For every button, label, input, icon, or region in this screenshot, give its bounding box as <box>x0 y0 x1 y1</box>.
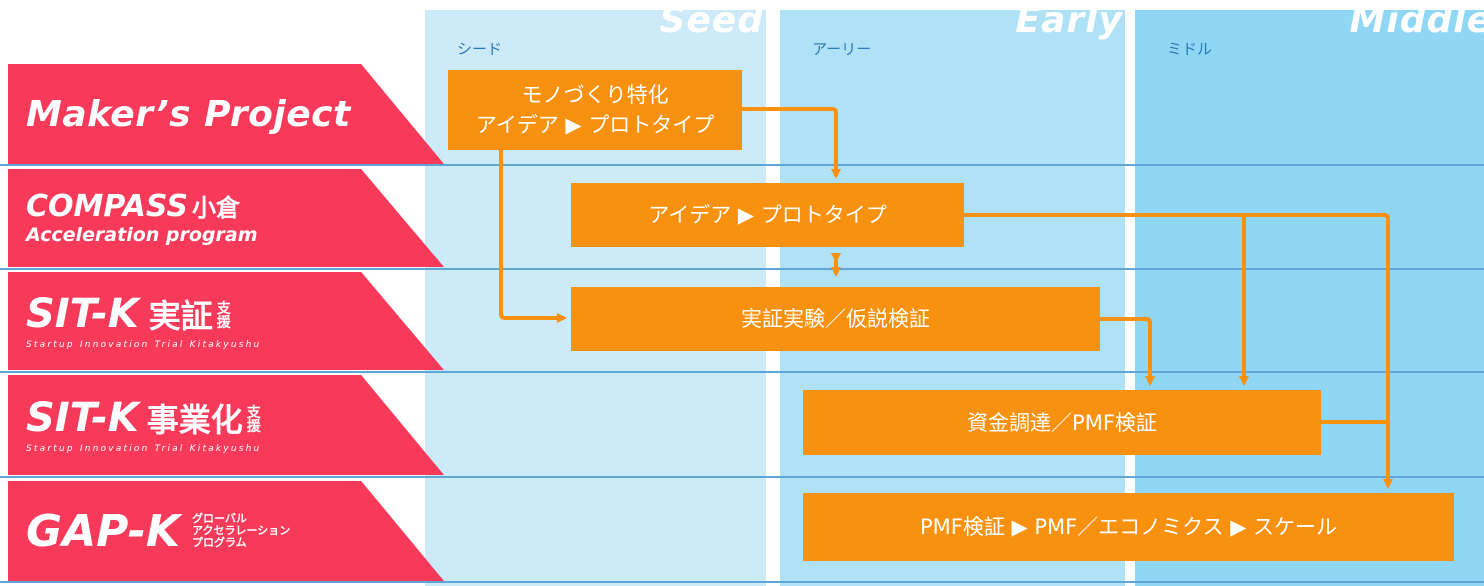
subtitle-line: グローバル <box>192 512 247 525</box>
box-line: アイデア ▶ プロトタイプ <box>475 113 715 137</box>
stage-seed-jp: シード <box>457 40 503 58</box>
program-sitk-jigyoka: SIT-K 事業化 支 援 Startup Innovation Trial K… <box>8 375 444 475</box>
program-subtitle: Startup Innovation Trial Kitakyushu <box>26 444 262 454</box>
shien-char: 援 <box>216 315 231 331</box>
row-divider <box>0 476 1484 478</box>
arrow-b1-to-b3 <box>499 150 567 323</box>
arrow-b1-to-b2 <box>742 107 841 179</box>
stage-middle-jp: ミドル <box>1167 40 1213 58</box>
row-divider <box>0 371 1484 373</box>
box-label: 実証実験／仮説検証 <box>741 307 930 331</box>
process-box-pmf-scale: PMF検証 ▶ PMF／エコノミクス ▶ スケール <box>803 493 1454 561</box>
shien-label: 支 援 <box>247 406 261 434</box>
program-title: GAP-K <box>26 505 180 557</box>
process-box-experiment: 実証実験／仮説検証 <box>571 287 1100 351</box>
arrow-b3-to-b4 <box>1100 317 1155 386</box>
shien-char: 支 <box>216 301 231 317</box>
box-line: モノづくり特化 <box>521 83 669 107</box>
program-subtitle: Startup Innovation Trial Kitakyushu <box>26 340 262 350</box>
program-title: Maker’s Project <box>26 93 351 135</box>
process-box-idea-prototype: アイデア ▶ プロトタイプ <box>571 183 964 247</box>
box-label: アイデア ▶ プロトタイプ <box>648 203 887 227</box>
program-title-jp: 小倉 <box>191 193 240 222</box>
stage-early-jp: アーリー <box>812 40 872 58</box>
program-makers-project: Maker’s Project <box>8 64 444 164</box>
program-title-jp: 事業化 <box>146 401 243 439</box>
row-divider <box>0 164 1484 166</box>
program-subtitle: グローバル アクセラレーション プログラム <box>192 513 290 549</box>
process-box-monozukuri: モノづくり特化 アイデア ▶ プロトタイプ <box>448 70 742 150</box>
arrow-b2-to-b5 <box>964 213 1393 489</box>
stage-middle: Middle ミドル <box>1135 0 1484 586</box>
box-label: PMF検証 ▶ PMF／エコノミクス ▶ スケール <box>919 515 1338 539</box>
subtitle-line: プログラム <box>192 536 247 549</box>
stage-seed-en: Seed <box>659 0 764 41</box>
row-divider <box>0 268 1484 270</box>
program-title: SIT-K <box>26 395 139 441</box>
program-title: COMPASS <box>26 188 188 224</box>
program-title: SIT-K <box>26 291 139 337</box>
box-label: 資金調達／PMF検証 <box>967 410 1157 435</box>
program-subtitle: Acceleration program <box>26 223 258 246</box>
program-title-jp: 実証 <box>148 297 213 335</box>
shien-char: 支 <box>246 405 261 421</box>
stage-early-en: Early <box>1015 0 1123 41</box>
program-gapk: GAP-K グローバル アクセラレーション プログラム <box>8 481 444 581</box>
stage-middle-en: Middle <box>1349 0 1484 41</box>
program-sitk-jissho: SIT-K 実証 支 援 Startup Innovation Trial Ki… <box>8 272 444 370</box>
subtitle-line: アクセラレーション <box>192 524 291 537</box>
shien-char: 援 <box>246 419 261 435</box>
row-divider <box>0 581 1484 583</box>
process-box-funding: 資金調達／PMF検証 <box>803 390 1321 455</box>
shien-label: 支 援 <box>217 302 231 330</box>
